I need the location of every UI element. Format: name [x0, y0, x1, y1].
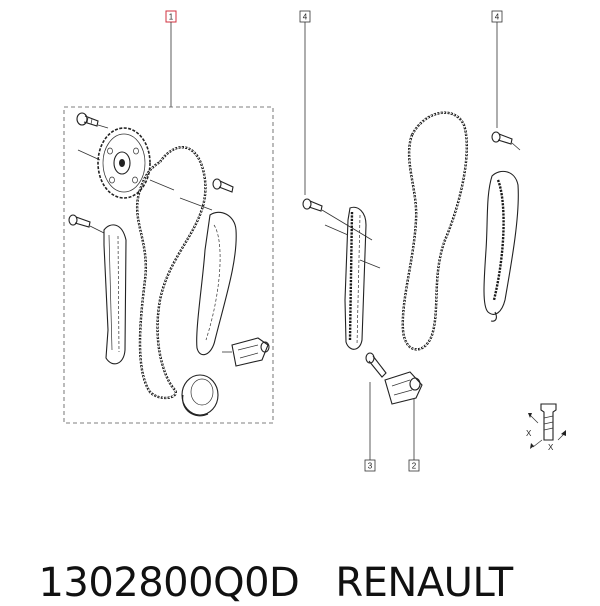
callout-2-label: 2	[412, 462, 417, 471]
callout-1-label: 1	[169, 13, 174, 22]
torque-symbol-icon: X X	[526, 403, 566, 452]
brand-name: RENAULT	[335, 560, 513, 606]
bolt-icon	[68, 214, 91, 228]
tensioner-icon	[365, 352, 423, 405]
callout-2[interactable]: 2	[408, 398, 420, 472]
chain-guide-icon	[344, 206, 367, 350]
callout-4-left-label: 4	[303, 13, 308, 22]
kit-boundary	[63, 106, 274, 424]
callout-3-label: 3	[368, 462, 373, 471]
callout-4-right[interactable]: 4	[491, 10, 503, 128]
callout-4-left[interactable]: 4	[299, 10, 311, 195]
chain-icon	[135, 146, 207, 400]
callout-3[interactable]: 3	[364, 382, 376, 472]
chain-guide-icon	[103, 224, 127, 365]
chain-icon	[401, 111, 468, 351]
bolt-icon	[491, 131, 513, 145]
bolt-icon	[302, 198, 323, 212]
callout-4-right-label: 4	[495, 13, 500, 22]
x-marker-1: X	[526, 429, 532, 438]
parts-diagram: 1	[63, 10, 566, 472]
callout-1[interactable]: 1	[165, 10, 177, 107]
part-caption: 1302800Q0D RENAULT	[14, 514, 513, 606]
sprocket-icon	[97, 127, 151, 199]
chain-guide-icon	[196, 211, 237, 356]
bolt-icon	[76, 112, 99, 127]
chain-guide-icon	[483, 170, 519, 322]
tensioner-icon	[222, 337, 270, 367]
part-number: 1302800Q0D	[38, 560, 300, 606]
bushing-icon	[181, 374, 219, 417]
bolt-icon	[212, 178, 234, 193]
x-marker-2: X	[548, 443, 554, 452]
